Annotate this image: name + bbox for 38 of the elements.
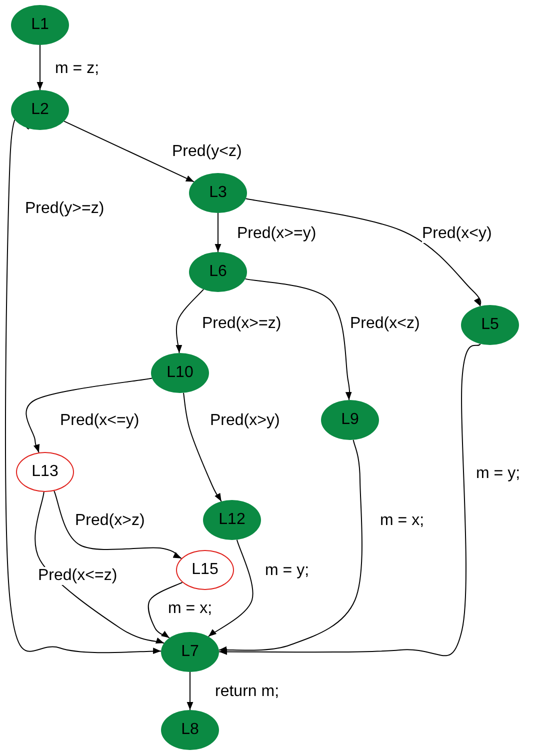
node-ellipse: L12 — [203, 500, 261, 540]
edge-label: Pred(y<z) — [172, 143, 242, 161]
arrow — [26, 378, 152, 453]
edge-label: Pred(x>y) — [210, 412, 280, 430]
arrow — [54, 490, 182, 559]
edge-label: Pred(x>=z) — [202, 315, 282, 333]
arrow — [208, 539, 254, 638]
node-ellipse: L6 — [189, 252, 247, 292]
arrow — [214, 212, 222, 252]
node-ellipse: L8 — [161, 710, 219, 750]
edge-label: Pred(x<y) — [422, 225, 492, 243]
edge-label: Pred(x>z) — [75, 512, 145, 530]
arrow — [218, 343, 481, 656]
node-ellipse: L3 — [189, 173, 247, 213]
node-ellipse: L5 — [461, 305, 519, 345]
node-ellipse: L13 — [16, 452, 74, 492]
node-ellipse: L10 — [151, 353, 209, 393]
edge-label: Pred(x<=z) — [38, 567, 118, 585]
arrow — [148, 582, 183, 638]
edge-label: Pred(x<z) — [350, 315, 420, 333]
node-ellipse: L15 — [176, 550, 234, 590]
edge-label: Pred(x>=y) — [237, 225, 316, 243]
arrow — [34, 491, 165, 644]
edge-label: return m; — [215, 683, 280, 701]
arrow — [244, 278, 352, 400]
edge-label: Pred(y>=z) — [25, 200, 104, 218]
node-ellipse: L1 — [11, 5, 69, 45]
arrow — [175, 288, 204, 354]
node-ellipse: L7 — [161, 632, 219, 672]
node-ellipse: L2 — [11, 90, 69, 130]
arrow — [218, 439, 362, 653]
arrow — [64, 120, 194, 182]
node-ellipse: L9 — [321, 400, 379, 440]
arrow — [182, 392, 222, 502]
arrow — [245, 198, 482, 307]
arrow — [36, 44, 44, 90]
edge-label: Pred(x<=y) — [60, 412, 140, 430]
arrow — [186, 672, 194, 710]
